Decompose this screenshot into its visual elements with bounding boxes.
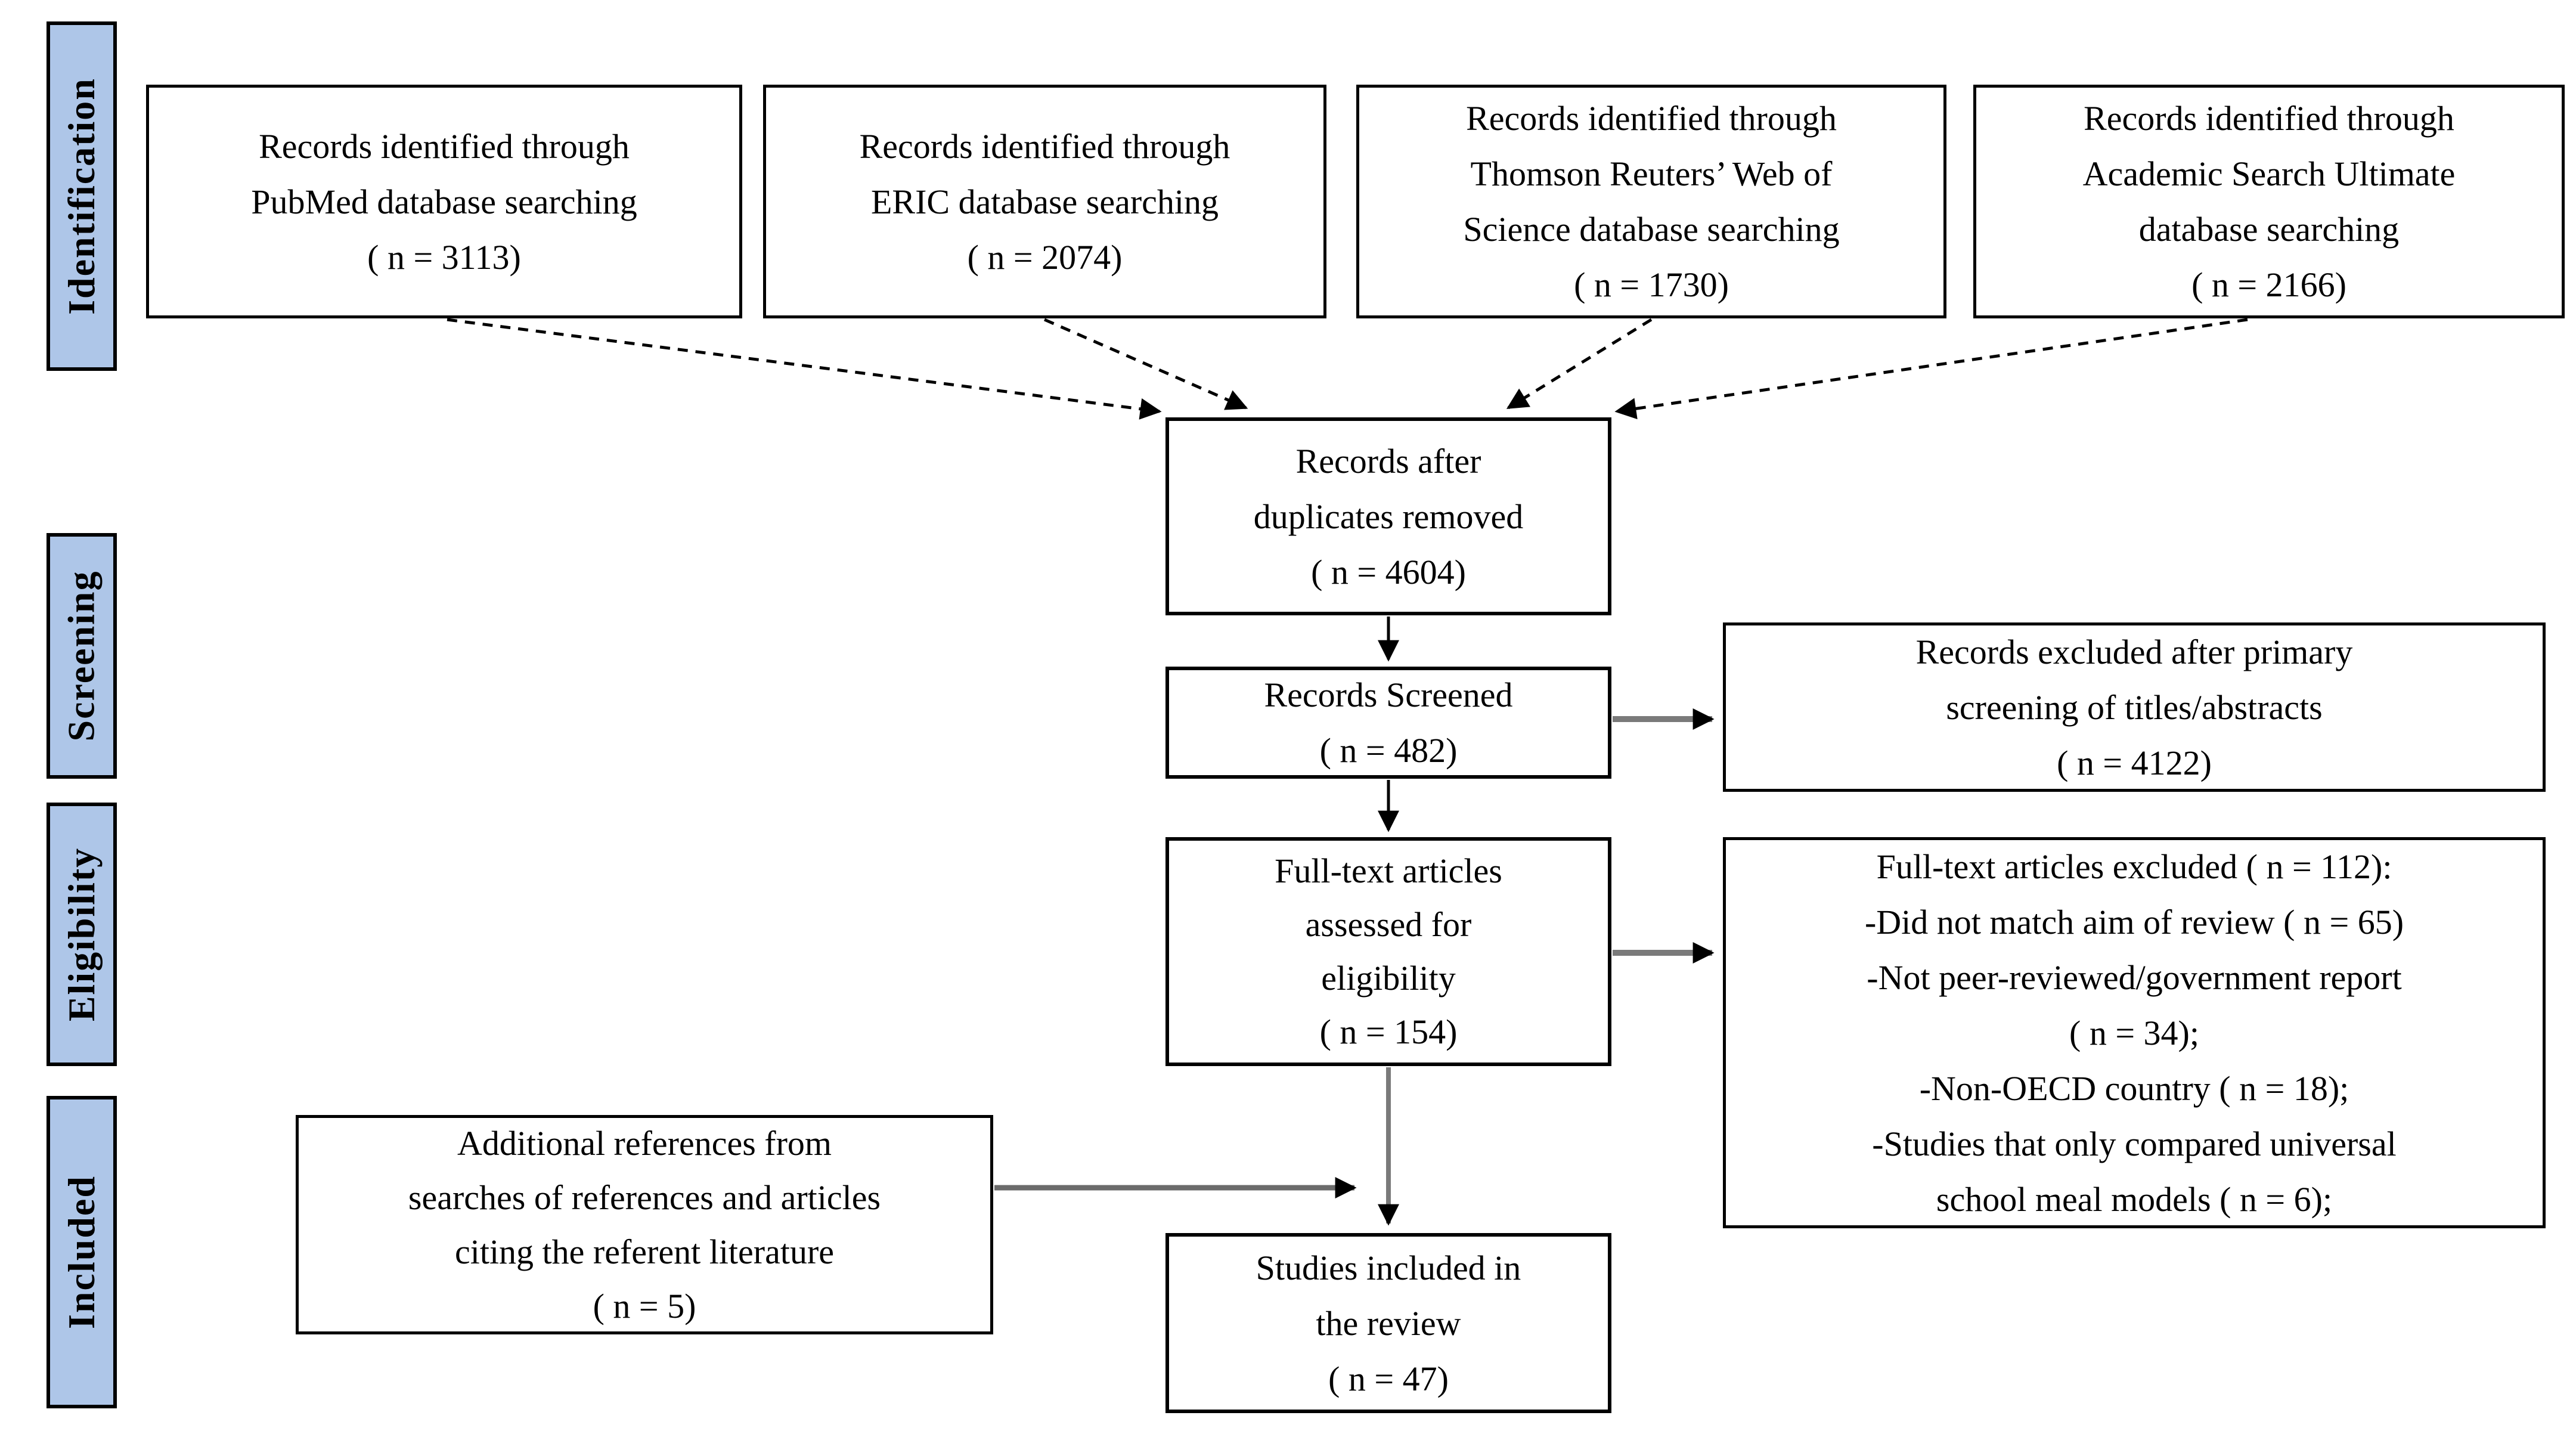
box-line: Full-text articles — [1275, 851, 1502, 890]
box-line: Thomson Reuters’ Web of — [1470, 154, 1833, 193]
box-line: ( n = 2166) — [2191, 265, 2346, 304]
box-line: screening of titles/abstracts — [1946, 687, 2323, 727]
box-line: citing the referent literature — [454, 1232, 835, 1271]
arrow-asu-to-duplicates — [1614, 318, 2248, 420]
box-line: ( n = 2074) — [967, 237, 1123, 277]
box-records-screened: Records Screened ( n = 482) — [1165, 667, 1611, 779]
box-line: Science database searching — [1463, 210, 1840, 249]
box-line: duplicates removed — [1253, 497, 1524, 536]
arrow-wos-to-duplicates — [1506, 318, 1653, 410]
stage-included: Included — [47, 1096, 117, 1408]
box-line: the review — [1316, 1303, 1461, 1343]
box-records-pubmed: Records identified through PubMed databa… — [146, 85, 742, 318]
box-line: ( n = 34); — [2069, 1013, 2199, 1052]
box-duplicates-removed: Records after duplicates removed ( n = 4… — [1165, 417, 1611, 615]
box-fulltext-assessed: Full-text articles assessed for eligibil… — [1165, 837, 1611, 1066]
box-line: Records after — [1295, 441, 1481, 481]
box-line: Records identified through — [859, 126, 1230, 166]
box-line: ( n = 47) — [1328, 1359, 1449, 1398]
box-line: ERIC database searching — [870, 182, 1219, 221]
box-records-excluded-primary: Records excluded after primary screening… — [1723, 622, 2546, 792]
box-line: ( n = 5) — [593, 1287, 696, 1325]
box-line: ( n = 482) — [1319, 731, 1458, 770]
box-records-web-of-science: Records identified through Thomson Reute… — [1356, 85, 1946, 318]
box-line: Full-text articles excluded ( n = 112): — [1876, 847, 2392, 886]
box-line: -Did not match aim of review ( n = 65) — [1864, 902, 2404, 941]
box-line: Records identified through — [259, 126, 630, 166]
box-line: Records identified through — [1466, 99, 1837, 138]
box-line: database searching — [2138, 210, 2400, 249]
arrow-pubmed-to-duplicates — [447, 318, 1162, 420]
stage-label: Screening — [60, 570, 103, 742]
box-line: assessed for — [1305, 905, 1472, 944]
box-line: -Studies that only compared universal — [1872, 1124, 2397, 1163]
box-line: Studies included in — [1256, 1248, 1521, 1287]
box-line: Academic Search Ultimate — [2082, 154, 2456, 193]
arrow-eric-to-duplicates — [1043, 318, 1248, 410]
box-line: -Not peer-reviewed/government report — [1867, 958, 2402, 997]
stage-screening: Screening — [47, 533, 117, 779]
box-line: PubMed database searching — [251, 182, 637, 221]
stage-identification: Identification — [47, 21, 117, 371]
box-line: ( n = 4604) — [1311, 552, 1466, 591]
stage-eligibility: Eligibility — [47, 803, 117, 1066]
box-line: Records Screened — [1264, 676, 1513, 714]
box-line: ( n = 1730) — [1574, 265, 1729, 304]
box-records-eric: Records identified through ERIC database… — [763, 85, 1326, 318]
box-fulltext-excluded: Full-text articles excluded ( n = 112): … — [1723, 837, 2546, 1228]
box-line: ( n = 154) — [1319, 1012, 1458, 1051]
box-line: school meal models ( n = 6); — [1936, 1179, 2333, 1219]
box-records-academic-search-ultimate: Records identified through Academic Sear… — [1973, 85, 2565, 318]
box-line: -Non-OECD country ( n = 18); — [1919, 1068, 2349, 1108]
stage-label: Identification — [60, 78, 103, 315]
box-line: eligibility — [1321, 959, 1456, 998]
stage-label: Included — [60, 1175, 103, 1329]
box-line: Records identified through — [2084, 99, 2454, 138]
box-line: Additional references from — [457, 1124, 832, 1163]
box-line: ( n = 3113) — [367, 237, 521, 277]
stage-label: Eligibility — [60, 847, 103, 1022]
box-line: Records excluded after primary — [1915, 632, 2353, 671]
box-studies-included: Studies included in the review ( n = 47) — [1165, 1233, 1611, 1413]
box-additional-references: Additional references from searches of r… — [296, 1115, 993, 1334]
box-line: ( n = 4122) — [2057, 743, 2212, 782]
box-line: searches of references and articles — [408, 1178, 881, 1217]
